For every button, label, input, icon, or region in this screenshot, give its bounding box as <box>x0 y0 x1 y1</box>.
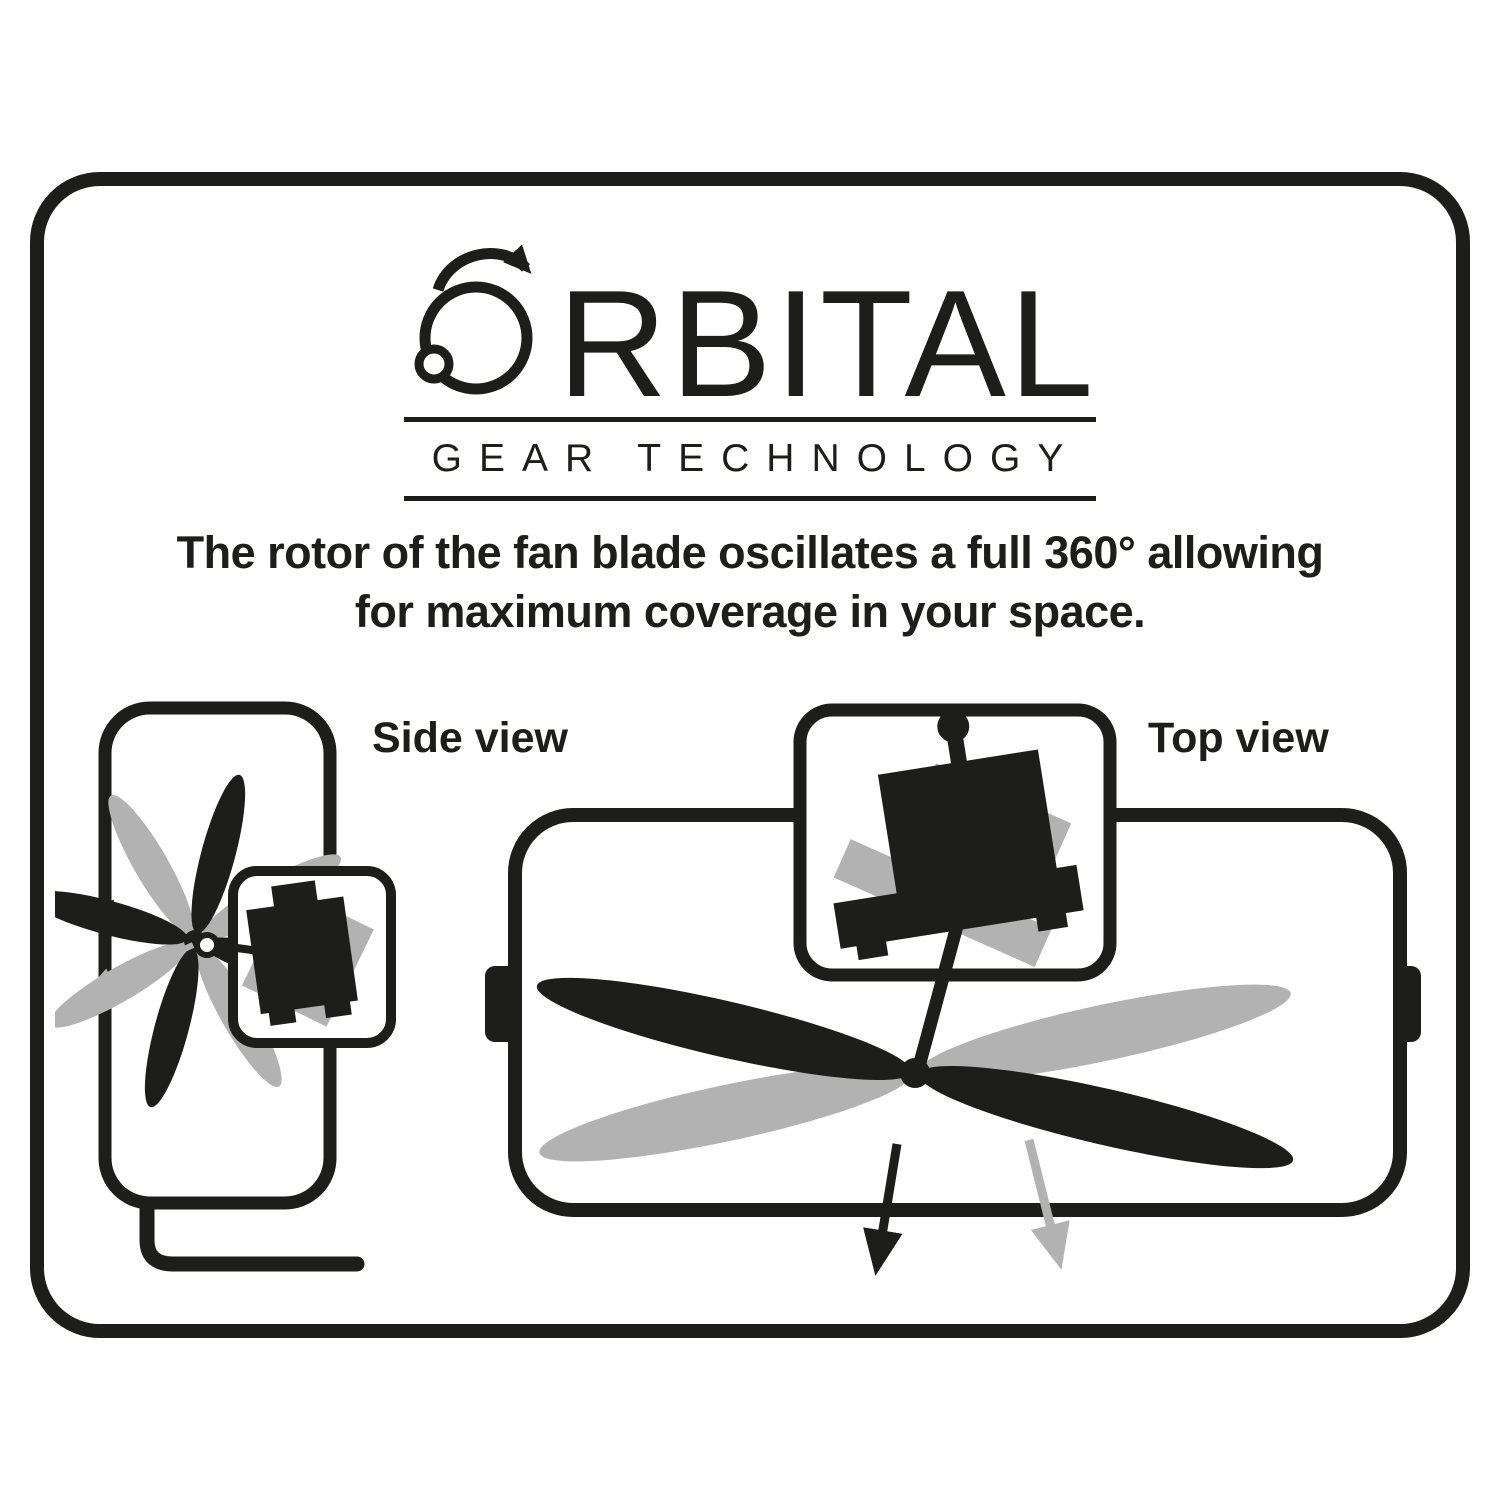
logo-wordmark: RBITAL <box>557 259 1097 429</box>
orbit-ring <box>419 281 533 395</box>
crank-arm-side <box>214 941 260 955</box>
side-view-label: Side view <box>372 714 568 762</box>
orbital-o-icon <box>414 244 533 395</box>
oscillation-arrow-icon <box>77 900 194 942</box>
description-line-2: for maximum coverage in your space. <box>354 585 1146 637</box>
logo-subtitle: GEAR TECHNOLOGY <box>404 417 1096 501</box>
drive-shaft <box>911 924 964 1072</box>
fan-stand <box>139 1190 365 1272</box>
orbit-arrow-icon <box>432 244 531 293</box>
oscillation-arrow-ghost-icon <box>81 942 195 997</box>
side-view-diagram <box>55 701 396 1272</box>
crank-pin-side <box>194 932 220 958</box>
propeller-ghost-icon <box>539 984 1291 1162</box>
border-frame <box>30 172 1470 1338</box>
motor-top-icon <box>833 710 1084 961</box>
top-view-label: Top view <box>1148 714 1329 762</box>
motor-side-icon <box>246 880 358 1026</box>
orbit-satellite-dot <box>414 344 454 384</box>
airflow-arrow-icon <box>863 1143 903 1276</box>
description: The rotor of the fan blade oscillates a … <box>0 524 1500 641</box>
description-line-1: The rotor of the fan blade oscillates a … <box>176 527 1324 578</box>
logo: RBITAL <box>0 236 1500 420</box>
propeller-icon <box>536 977 1294 1169</box>
propeller-hub <box>900 1058 930 1088</box>
top-view-diagram <box>485 703 1421 1276</box>
airflow-arrow-ghost-icon <box>1024 1138 1070 1270</box>
